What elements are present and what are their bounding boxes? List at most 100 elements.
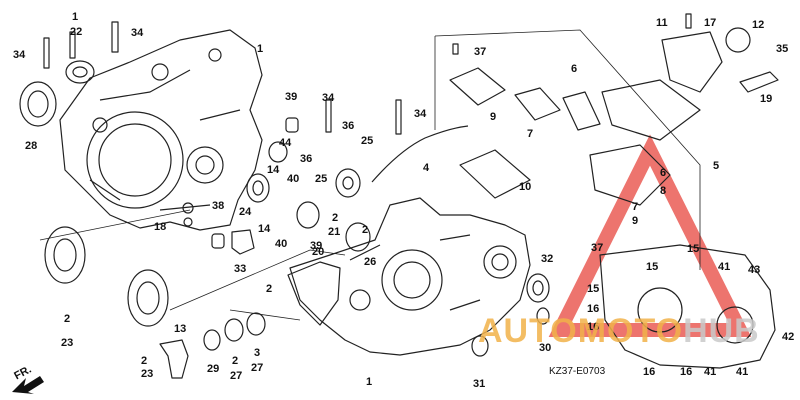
callout-number: 41 bbox=[718, 261, 731, 273]
callout-number: 41 bbox=[736, 366, 749, 378]
seal-44 bbox=[268, 141, 288, 163]
callout-number: 19 bbox=[760, 93, 773, 105]
callout-number: 2 bbox=[141, 355, 148, 367]
callout-number: 2 bbox=[266, 283, 273, 295]
stud-34-top bbox=[111, 21, 119, 53]
callout-number: 27 bbox=[230, 370, 243, 382]
callout-number: 1 bbox=[257, 43, 264, 55]
callout-number: 43 bbox=[748, 264, 761, 276]
seal-28 bbox=[19, 81, 57, 127]
callout-number: 8 bbox=[660, 185, 667, 197]
callout-number: 22 bbox=[70, 26, 83, 38]
bearing-22 bbox=[65, 60, 95, 84]
callout-number: 4 bbox=[423, 162, 430, 174]
stud-34-right bbox=[395, 99, 402, 135]
callout-number: 2 bbox=[332, 212, 339, 224]
callout-number: 9 bbox=[632, 215, 639, 227]
gasket-33 bbox=[231, 229, 255, 255]
right-crankcase-gasket-3 bbox=[287, 261, 341, 326]
callout-number: 10 bbox=[519, 181, 532, 193]
callout-number: 16 bbox=[643, 366, 656, 378]
callout-number: 14 bbox=[258, 223, 271, 235]
bearing-23 bbox=[127, 269, 169, 327]
callout-number: 33 bbox=[234, 263, 247, 275]
watermark-text-part1: AUTOMOTO bbox=[478, 312, 684, 350]
gasket-10 bbox=[459, 149, 531, 199]
callout-number: 34 bbox=[322, 92, 335, 104]
callout-number: 37 bbox=[591, 242, 604, 254]
seal-29 bbox=[203, 329, 221, 351]
bearing-20 bbox=[296, 201, 320, 229]
bearing-21 bbox=[335, 168, 361, 198]
watermark-text: AUTOMOTOHUB bbox=[478, 312, 760, 351]
callout-number: 28 bbox=[25, 140, 38, 152]
callout-number: 40 bbox=[275, 238, 288, 250]
reed-assembly-bracket bbox=[434, 29, 701, 270]
callout-number: 13 bbox=[174, 323, 187, 335]
reed-plate-6 bbox=[562, 91, 601, 131]
front-arrow bbox=[12, 376, 44, 394]
callout-number: 36 bbox=[342, 120, 355, 132]
callout-number: 40 bbox=[287, 173, 300, 185]
dowel-39-lower bbox=[211, 233, 225, 249]
callout-number: 2 bbox=[232, 355, 239, 367]
callout-number: 7 bbox=[527, 128, 534, 140]
callout-number: 2 bbox=[362, 224, 369, 236]
bearing-24 bbox=[246, 173, 270, 203]
left-crankcase-bore bbox=[86, 111, 184, 209]
callout-number: 15 bbox=[587, 283, 600, 295]
callout-number: 39 bbox=[310, 240, 323, 252]
callout-number: 42 bbox=[782, 331, 795, 343]
callout-number: 12 bbox=[752, 19, 765, 31]
reed-block-upper bbox=[601, 79, 701, 141]
callout-number: 44 bbox=[279, 137, 292, 149]
bearing-1-left bbox=[44, 226, 86, 284]
callout-number: 37 bbox=[474, 46, 487, 58]
callout-number: 23 bbox=[61, 337, 74, 349]
callout-number: 39 bbox=[285, 91, 298, 103]
callout-number: 29 bbox=[207, 363, 220, 375]
right-crankcase-outline bbox=[289, 197, 531, 356]
reed-block-lower bbox=[589, 144, 671, 206]
callout-number: 3 bbox=[254, 347, 261, 359]
callout-number: 34 bbox=[131, 27, 144, 39]
bolt-17 bbox=[685, 13, 692, 29]
left-crankcase-outline bbox=[59, 29, 263, 231]
callout-number: 16 bbox=[680, 366, 693, 378]
clamp-12 bbox=[725, 27, 751, 53]
callout-number: 14 bbox=[267, 164, 280, 176]
callout-number: 2 bbox=[64, 313, 71, 325]
callout-number: 17 bbox=[704, 17, 717, 29]
callout-number: 1 bbox=[366, 376, 373, 388]
callout-number: 11 bbox=[656, 17, 668, 29]
callout-number: 16 bbox=[587, 303, 600, 315]
callout-number: 27 bbox=[251, 362, 264, 374]
stud-22 bbox=[69, 31, 76, 59]
callout-number: 25 bbox=[361, 135, 374, 147]
reed-plate-9 bbox=[449, 67, 506, 106]
callout-number: 6 bbox=[571, 63, 578, 75]
seal-32 bbox=[526, 273, 550, 303]
stud-34-left bbox=[43, 37, 50, 69]
hose-4 bbox=[371, 125, 469, 183]
callout-number: 32 bbox=[541, 253, 554, 265]
seal-27b bbox=[246, 312, 266, 336]
bracket-19 bbox=[739, 71, 779, 93]
dowel-39 bbox=[285, 117, 299, 133]
callout-number: 30 bbox=[539, 342, 552, 354]
callout-number: 23 bbox=[141, 368, 154, 380]
callout-number: 15 bbox=[687, 243, 700, 255]
callout-number: 26 bbox=[364, 256, 377, 268]
side-cover-outline bbox=[599, 244, 776, 369]
callout-number: 5 bbox=[713, 160, 720, 172]
callout-number: 36 bbox=[300, 153, 313, 165]
callout-number: 16 bbox=[587, 321, 600, 333]
callout-number: 31 bbox=[473, 378, 486, 390]
bearing-26 bbox=[345, 222, 371, 252]
seal-27a bbox=[224, 318, 244, 342]
shift-part-13 bbox=[159, 339, 189, 379]
callout-number: 7 bbox=[632, 201, 639, 213]
callout-number: 20 bbox=[312, 246, 325, 258]
catalog-code: KZ37-E0703 bbox=[549, 366, 606, 377]
